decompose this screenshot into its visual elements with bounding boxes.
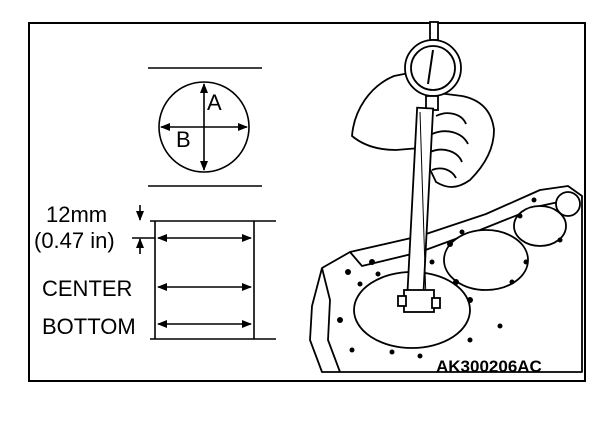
cylinder-bore-2	[443, 229, 529, 291]
gauge-stem-top	[429, 21, 439, 41]
figure-frame	[28, 22, 586, 382]
cylinder-side-section	[132, 205, 276, 340]
cylinder-bore-4	[555, 191, 581, 217]
bore-cross-section	[148, 67, 262, 187]
gauge-dial-inner	[410, 45, 456, 91]
label-a: A	[207, 90, 222, 115]
cylinder-bore-3	[513, 205, 567, 247]
figure-code: AK300206AC	[436, 357, 542, 376]
cylinder-bore-gauge-icon	[397, 21, 462, 313]
gauge-probe-head	[403, 289, 435, 313]
bore-circle	[158, 81, 250, 173]
measure-top-inches: (0.47 in)	[34, 228, 115, 253]
engine-block-icon	[309, 185, 583, 373]
measure-top-label: 12mm	[46, 202, 107, 227]
label-b: B	[176, 127, 191, 152]
position-bottom-label: BOTTOM	[42, 314, 136, 339]
position-center-label: CENTER	[42, 276, 132, 301]
